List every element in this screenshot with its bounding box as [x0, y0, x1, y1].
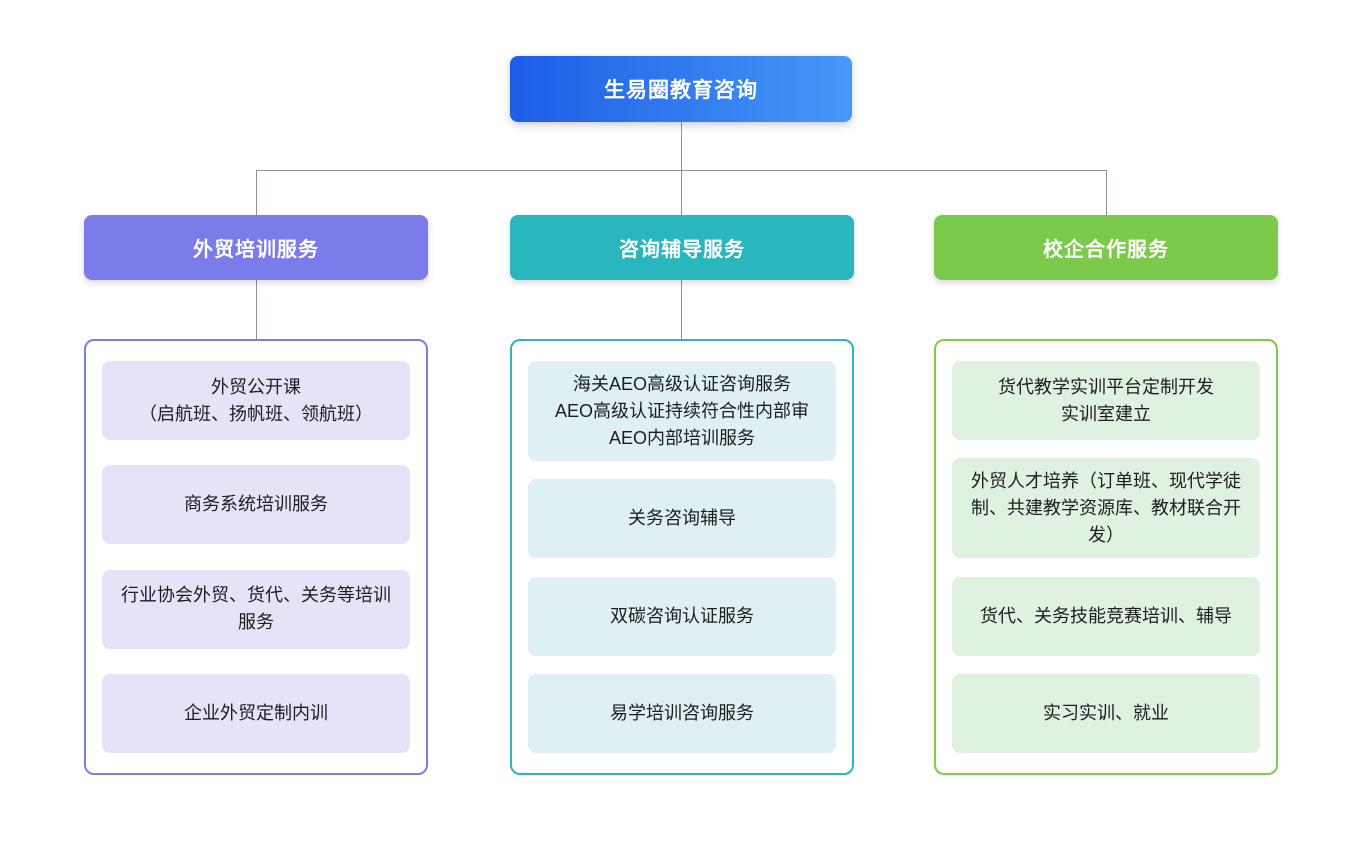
branch-header-school-enterprise: 校企合作服务 [934, 215, 1278, 280]
connector-branch-0-top [256, 170, 257, 215]
connector-branch-1-top [681, 170, 682, 215]
root-node-label: 生易圈教育咨询 [604, 79, 758, 102]
branch-header-consulting-tutoring: 咨询辅导服务 [510, 215, 854, 280]
panel-item: 行业协会外贸、货代、关务等培训服务 [102, 569, 410, 649]
item-text: 外贸人才培养（订单班、现代学徒制、共建教学资源库、教材联合开发） [971, 470, 1241, 545]
item-text: 货代教学实训平台定制开发 实训室建立 [998, 376, 1214, 424]
panel-item: 企业外贸定制内训 [102, 673, 410, 753]
connector-branch-2-top [1106, 170, 1107, 215]
panel-item: 海关AEO高级认证咨询服务 AEO高级认证持续符合性内部审 AEO内部培训服务 [528, 361, 836, 461]
panel-item: 货代教学实训平台定制开发 实训室建立 [952, 361, 1260, 440]
branch-panel-school-enterprise: 货代教学实训平台定制开发 实训室建立 外贸人才培养（订单班、现代学徒制、共建教学… [934, 339, 1278, 775]
branch-header-label: 校企合作服务 [1043, 239, 1169, 261]
panel-item: 关务咨询辅导 [528, 479, 836, 559]
connector-branch-1-bottom [681, 280, 682, 339]
panel-item: 双碳咨询认证服务 [528, 576, 836, 656]
panel-item: 外贸公开课 （启航班、扬帆班、领航班） [102, 361, 410, 440]
branch-panel-foreign-trade-training: 外贸公开课 （启航班、扬帆班、领航班） 商务系统培训服务 行业协会外贸、货代、关… [84, 339, 428, 775]
panel-item: 外贸人才培养（订单班、现代学徒制、共建教学资源库、教材联合开发） [952, 458, 1260, 559]
item-text: 货代、关务技能竞赛培训、辅导 [980, 605, 1232, 626]
item-text: 行业协会外贸、货代、关务等培训服务 [121, 585, 391, 633]
panel-item: 货代、关务技能竞赛培训、辅导 [952, 576, 1260, 656]
branch-header-label: 咨询辅导服务 [619, 239, 745, 261]
item-text: 外贸公开课 （启航班、扬帆班、领航班） [139, 376, 373, 424]
item-text: 双碳咨询认证服务 [610, 605, 754, 626]
item-text: 企业外贸定制内训 [184, 702, 328, 723]
item-text: 海关AEO高级认证咨询服务 AEO高级认证持续符合性内部审 AEO内部培训服务 [554, 373, 809, 448]
item-text: 实习实训、就业 [1043, 702, 1169, 723]
panel-item: 实习实训、就业 [952, 673, 1260, 753]
item-text: 商务系统培训服务 [184, 494, 328, 515]
connector-branch-0-bottom [256, 280, 257, 339]
branch-panel-consulting-tutoring: 海关AEO高级认证咨询服务 AEO高级认证持续符合性内部审 AEO内部培训服务 … [510, 339, 854, 775]
item-text: 关务咨询辅导 [628, 508, 736, 529]
panel-item: 易学培训咨询服务 [528, 673, 836, 753]
branch-header-foreign-trade-training: 外贸培训服务 [84, 215, 428, 280]
root-node: 生易圈教育咨询 [510, 56, 852, 122]
branch-header-label: 外贸培训服务 [193, 239, 319, 261]
item-text: 易学培训咨询服务 [610, 702, 754, 723]
panel-item: 商务系统培训服务 [102, 465, 410, 545]
connector-root-stem [681, 122, 682, 170]
